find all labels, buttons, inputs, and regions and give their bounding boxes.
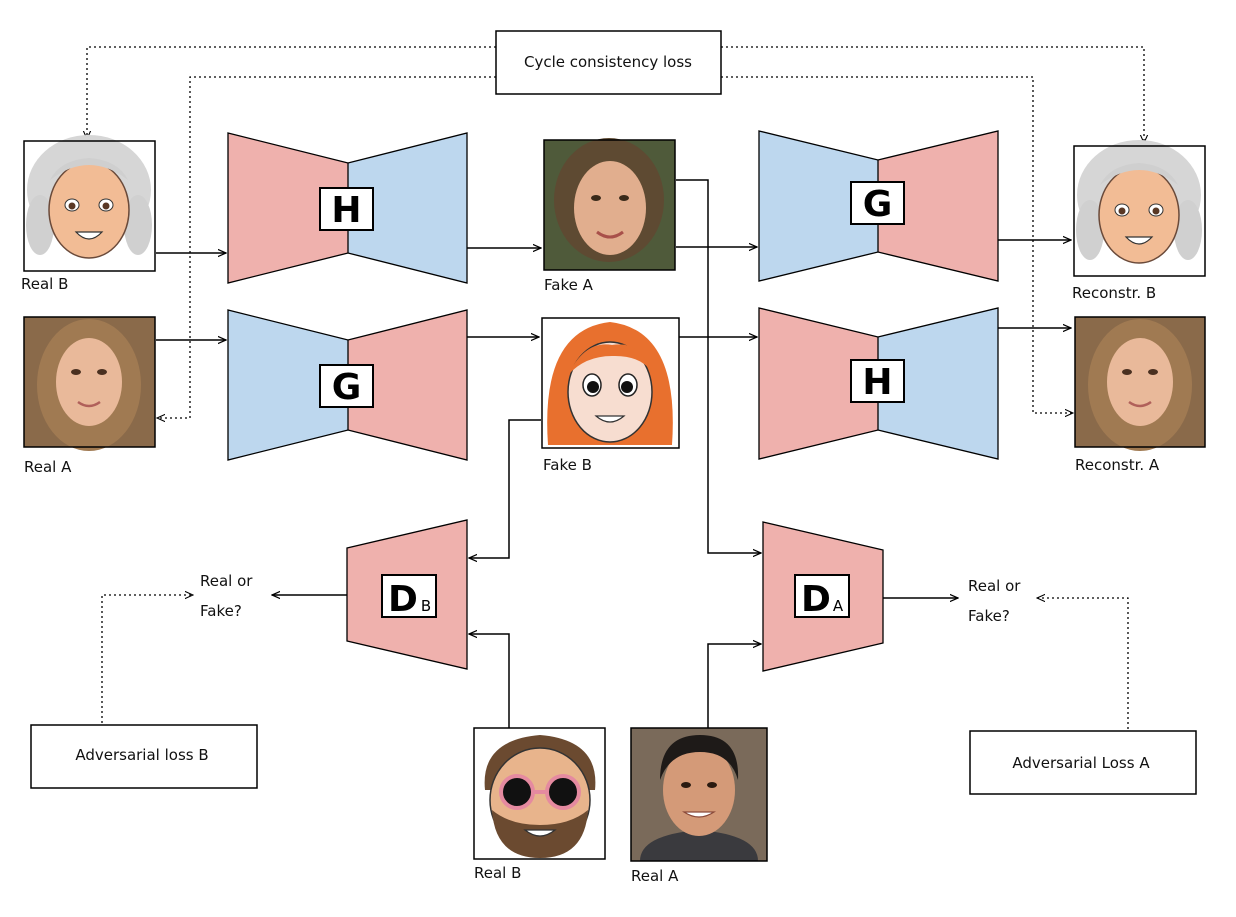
adversarial-loss-a: Adversarial Loss A [969, 730, 1197, 795]
network-label: D [388, 579, 418, 620]
output-real-or-fake-left: Real or Fake? [200, 572, 253, 620]
svg-text:Real or: Real or [200, 572, 253, 590]
network-subscript: A [833, 597, 844, 615]
image-label: Real B [474, 864, 521, 882]
svg-text:Real or: Real or [968, 577, 1021, 595]
cartoon-elderly-woman-face-icon [26, 135, 152, 259]
generator-g-bottom: G [227, 309, 468, 461]
photo-young-girl-face-icon [37, 319, 141, 451]
photo-man-face-icon [640, 735, 758, 861]
svg-text:Fake?: Fake? [968, 607, 1010, 625]
image-real-a-bottom: Real A [630, 727, 768, 885]
image-fake-a: Fake A [543, 138, 676, 294]
image-label: Reconstr. B [1072, 284, 1156, 302]
network-label: D [801, 579, 831, 620]
output-real-or-fake-right: Real or Fake? [968, 577, 1021, 625]
discriminator-a: D A [762, 521, 884, 672]
cycle-consistency-loss: Cycle consistency loss [495, 30, 722, 95]
adversarial-loss-a-label: Adversarial Loss A [1012, 754, 1150, 772]
image-label: Real B [21, 275, 68, 293]
image-label: Reconstr. A [1075, 456, 1160, 474]
image-reconstr-b: Reconstr. B [1072, 140, 1206, 302]
cartoon-elderly-woman-face-icon [1076, 140, 1202, 264]
network-label: G [332, 367, 362, 408]
image-label: Real A [24, 458, 72, 476]
flow-arrows [156, 179, 1071, 728]
image-label: Real A [631, 867, 679, 885]
image-real-a-left: Real A [23, 316, 156, 476]
generator-g-top-right: G [758, 130, 999, 282]
cartoon-redhead-girl-face-icon [547, 322, 673, 445]
image-real-b-bottom: Real B [473, 727, 606, 882]
image-fake-b: Fake B [541, 317, 680, 474]
discriminator-b: D B [346, 519, 468, 670]
generator-h-bottom-right: H [758, 307, 999, 460]
network-label: H [331, 190, 361, 231]
network-label: H [862, 362, 892, 403]
image-label: Fake A [544, 276, 594, 294]
cartoon-bearded-man-sunglasses-face-icon [484, 735, 596, 858]
cycle-loss-label: Cycle consistency loss [524, 53, 692, 71]
photo-young-girl-face-icon [1088, 319, 1192, 451]
network-label: G [863, 184, 893, 225]
svg-text:Fake?: Fake? [200, 602, 242, 620]
adversarial-loss-b-label: Adversarial loss B [75, 746, 208, 764]
adversarial-dotted-links [101, 595, 1129, 729]
image-reconstr-a: Reconstr. A [1074, 316, 1206, 474]
photo-woman-face-icon [554, 138, 664, 262]
adversarial-loss-b: Adversarial loss B [30, 724, 258, 789]
cycle-loss-dotted-links [87, 46, 1144, 418]
image-label: Fake B [543, 456, 592, 474]
network-subscript: B [421, 597, 431, 615]
image-real-b-top: Real B [21, 135, 156, 293]
generator-h-top: H [227, 132, 468, 284]
